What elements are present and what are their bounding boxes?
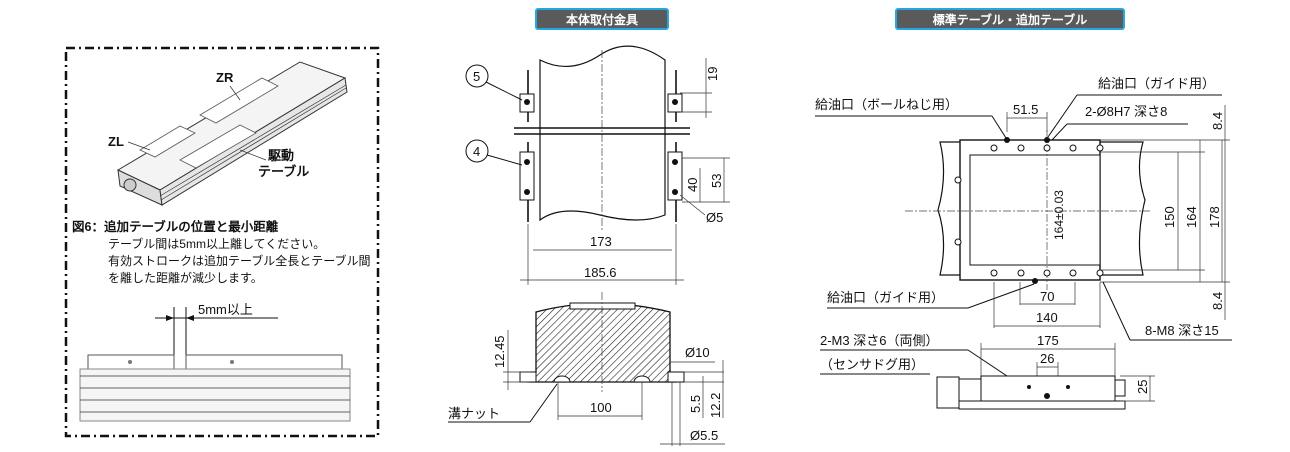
dim-164-tolerance: 164±0.03 xyxy=(1052,190,1066,240)
dashed-frame xyxy=(64,46,380,438)
balloon-5 xyxy=(465,64,489,88)
dim-5-5: 5.5 xyxy=(688,395,703,413)
balloon-4 xyxy=(465,139,489,163)
label-zl: ZL xyxy=(108,134,124,149)
oil-port-ballscrew-label: 給油口（ボールねじ用） xyxy=(815,97,958,112)
figure6-title: 図6：追加テーブルの位置と最小距離 xyxy=(72,219,279,234)
dim-164: 164 xyxy=(1184,206,1199,228)
dim-19: 19 xyxy=(705,67,720,81)
label-zr: ZR xyxy=(216,70,234,85)
dim-100: 100 xyxy=(590,400,612,415)
dim-185-6: 185.6 xyxy=(584,265,617,280)
note-line-1: テーブル間は5mm以上離してください。 xyxy=(108,236,325,251)
dim-26: 26 xyxy=(1040,351,1054,366)
oil-port-guide-top-label: 給油口（ガイド用） xyxy=(1098,76,1215,91)
dim-173: 173 xyxy=(590,234,612,249)
groove-nut-label: 溝ナット xyxy=(448,406,500,421)
oil-port-guide-bottom-label: 給油口（ガイド用） xyxy=(827,290,944,305)
dim-178: 178 xyxy=(1207,206,1222,228)
dim-150: 150 xyxy=(1162,206,1177,228)
dim-70: 70 xyxy=(1040,289,1054,304)
balloon-5-label: 5 xyxy=(473,69,480,84)
dim-phi5: Ø5 xyxy=(706,210,723,225)
note-line-3: を離した距離が減少します。 xyxy=(108,270,263,285)
gap-label: 5mm以上 xyxy=(198,302,253,317)
table-drawing: 給油口（ボールねじ用） 給油口（ガイド用） 2-Ø8H7 深さ8 51.5 8.… xyxy=(815,76,1232,410)
dim-12-45: 12.45 xyxy=(492,335,507,368)
actuator-isometric xyxy=(116,61,348,206)
dim-phi10: Ø10 xyxy=(685,345,710,360)
dim-phi5-5: Ø5.5 xyxy=(690,428,718,443)
dim-140: 140 xyxy=(1036,310,1058,325)
mount-bracket-drawing: 5 4 19 40 53 Ø5 173 185.6 12.45 Ø10 5.5 xyxy=(448,45,730,446)
balloon-4-label: 4 xyxy=(473,144,480,159)
header-mount-bracket: 本体取付金具 xyxy=(535,8,669,30)
note-line-2: 有効ストロークは追加テーブル全長とテーブル間 xyxy=(108,253,371,268)
dim-8-4-top: 8.4 xyxy=(1210,112,1225,130)
dim-53: 53 xyxy=(709,174,724,188)
dim-25: 25 xyxy=(1135,380,1150,394)
pin-hole-label: 2-Ø8H7 深さ8 xyxy=(1085,104,1167,119)
dim-12-2: 12.2 xyxy=(708,393,723,418)
tap-label: 8-M8 深さ15 xyxy=(1145,323,1219,338)
dim-8-4-bot: 8.4 xyxy=(1210,292,1225,310)
dim-51-5: 51.5 xyxy=(1013,102,1038,117)
label-drive-table: テーブル xyxy=(258,164,309,179)
figure6-panel: ZR ZL 駆動 テーブル 図6：追加テーブルの位置と最小距離 テーブル間は5m… xyxy=(64,46,380,438)
sensor-dog-label: （センサドグ用） xyxy=(820,357,924,372)
label-drive: 駆動 xyxy=(268,148,294,163)
dim-175: 175 xyxy=(1037,333,1059,348)
sensor-tap-label: 2-M3 深さ6（両側） xyxy=(820,333,938,348)
section-view xyxy=(527,302,677,383)
dim-40: 40 xyxy=(685,178,700,192)
header-standard-additional-table: 標準テーブル・追加テーブル xyxy=(895,8,1125,30)
